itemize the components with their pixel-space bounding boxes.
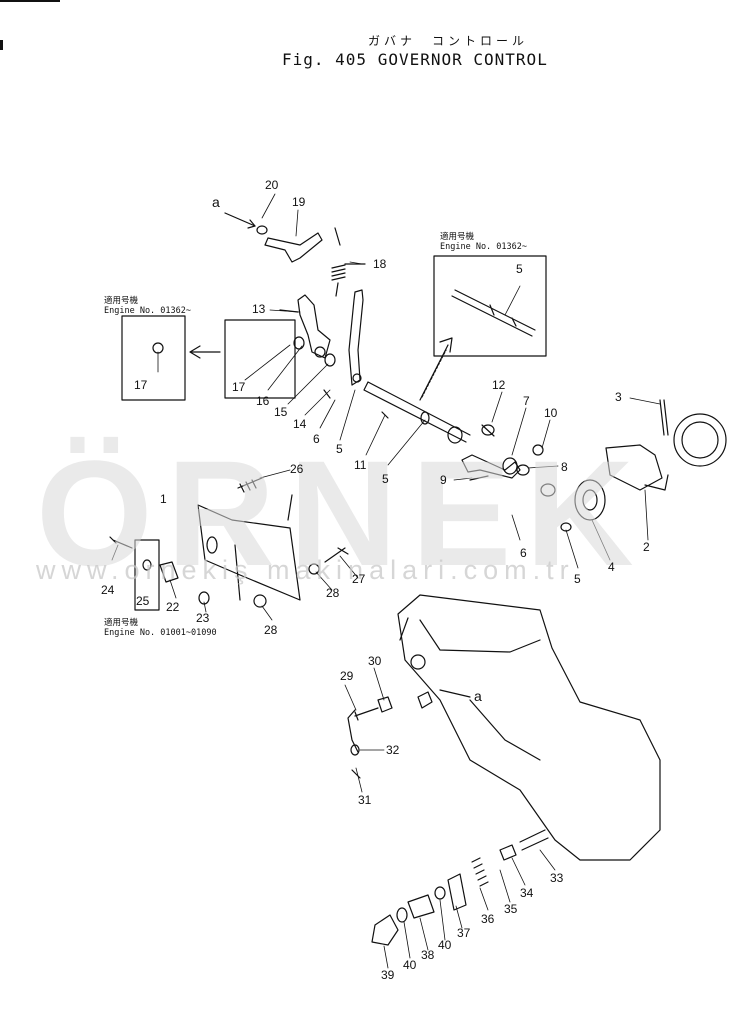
assembly-arrow: [419, 337, 453, 401]
callout: 9: [440, 473, 447, 487]
callout: 35: [504, 902, 518, 916]
callout: 18: [373, 257, 387, 271]
lever-7: [461, 454, 521, 479]
rod-5-vertical: [348, 289, 364, 386]
callout: 6: [520, 546, 527, 560]
callout: 7: [523, 394, 530, 408]
callout: 33: [550, 871, 564, 885]
inset-note-jp: 適用号機: [104, 296, 139, 306]
callout: 40: [438, 938, 452, 952]
cam-6: [540, 483, 556, 497]
lever-13: [279, 294, 331, 359]
inset-note: Engine No. 01001~01090: [104, 628, 217, 638]
leader-lines: [111, 193, 661, 969]
callout: 4: [608, 560, 615, 574]
main-shaft: [363, 381, 471, 444]
inset-note-jp: 適用号機: [104, 618, 139, 628]
callout: 36: [481, 912, 495, 926]
callout: 16: [256, 394, 270, 408]
bracket-1: [197, 494, 301, 601]
callout: 29: [340, 669, 354, 683]
arrow-left: [189, 345, 221, 359]
spring-26: [237, 477, 263, 493]
watermark-url: www.ornekiş makinalari.com.tr: [36, 555, 575, 585]
title-japanese: ガバナ コントロール: [368, 34, 529, 48]
callout: a: [474, 688, 482, 704]
callout: 23: [196, 611, 210, 625]
gear-assembly: [574, 399, 727, 521]
spring-18: [331, 227, 366, 297]
bolt-27: [324, 547, 349, 563]
inset-note-jp: 適用号機: [440, 232, 475, 242]
callout: 3: [615, 390, 622, 404]
governor-lever-19: [224, 212, 323, 263]
spring-stack: [371, 829, 549, 946]
block-22: [159, 561, 179, 583]
bushing-15: [324, 353, 336, 367]
bolt-12: [481, 424, 495, 436]
callout: 26: [290, 462, 304, 476]
nut-28-upper: [308, 563, 320, 575]
callout: 15: [274, 405, 288, 419]
callout: 20: [265, 178, 279, 192]
callout: 1: [160, 492, 167, 506]
callout: 17: [134, 378, 148, 392]
pin-14: [323, 389, 331, 399]
inset-top-right: [433, 255, 547, 357]
figure-title: Fig. 405 GOVERNOR CONTROL: [282, 50, 548, 69]
inset-left-2: [224, 319, 296, 399]
callout: 6: [313, 432, 320, 446]
callout: 5: [516, 262, 523, 276]
callout: 22: [166, 600, 180, 614]
callout: 37: [457, 926, 471, 940]
bolt-29: [354, 707, 379, 721]
bushing-8: [516, 464, 530, 476]
callout: 8: [561, 460, 568, 474]
callout: 25: [136, 594, 150, 608]
callout: 38: [421, 948, 435, 962]
ring-16: [293, 336, 305, 350]
callout: 12: [492, 378, 506, 392]
washer-a: [417, 691, 433, 709]
callout: 10: [544, 406, 558, 420]
callout: 28: [264, 623, 278, 637]
callout: 27: [352, 572, 366, 586]
callout: 34: [520, 886, 534, 900]
callout: 28: [326, 586, 340, 600]
callout: 39: [381, 968, 395, 982]
corner-mark: [0, 40, 3, 50]
inset-note: Engine No. 01362~: [440, 242, 527, 252]
callout: 19: [292, 195, 306, 209]
callout: 5: [336, 442, 343, 456]
corner-mark: [0, 0, 60, 2]
nut-30: [377, 696, 393, 713]
inset-note: Engine No. 01362~: [104, 306, 191, 316]
callout: 5: [574, 572, 581, 586]
callout: 32: [386, 743, 400, 757]
inset-left: [121, 315, 186, 401]
inset-bracket-25: [134, 539, 160, 611]
bolt-10: [532, 444, 544, 456]
watermark-brand: ÖRNEK: [36, 429, 648, 597]
callout: 31: [358, 793, 372, 807]
callout: 13: [252, 302, 266, 316]
bolt-24: [109, 536, 133, 549]
arrow-a-2: [439, 689, 471, 698]
callout: 17: [232, 380, 246, 394]
callout: 24: [101, 583, 115, 597]
callout: 2: [643, 540, 650, 554]
callout: 5: [382, 472, 389, 486]
pin-9: [469, 475, 489, 481]
callout: 11: [354, 458, 367, 472]
nut-28-lower: [253, 594, 267, 608]
engine-housing: [397, 594, 661, 861]
callout: 30: [368, 654, 382, 668]
callout: a: [212, 194, 220, 210]
callout: 14: [293, 417, 307, 431]
callout: 40: [403, 958, 417, 972]
plug-32: [350, 744, 360, 756]
